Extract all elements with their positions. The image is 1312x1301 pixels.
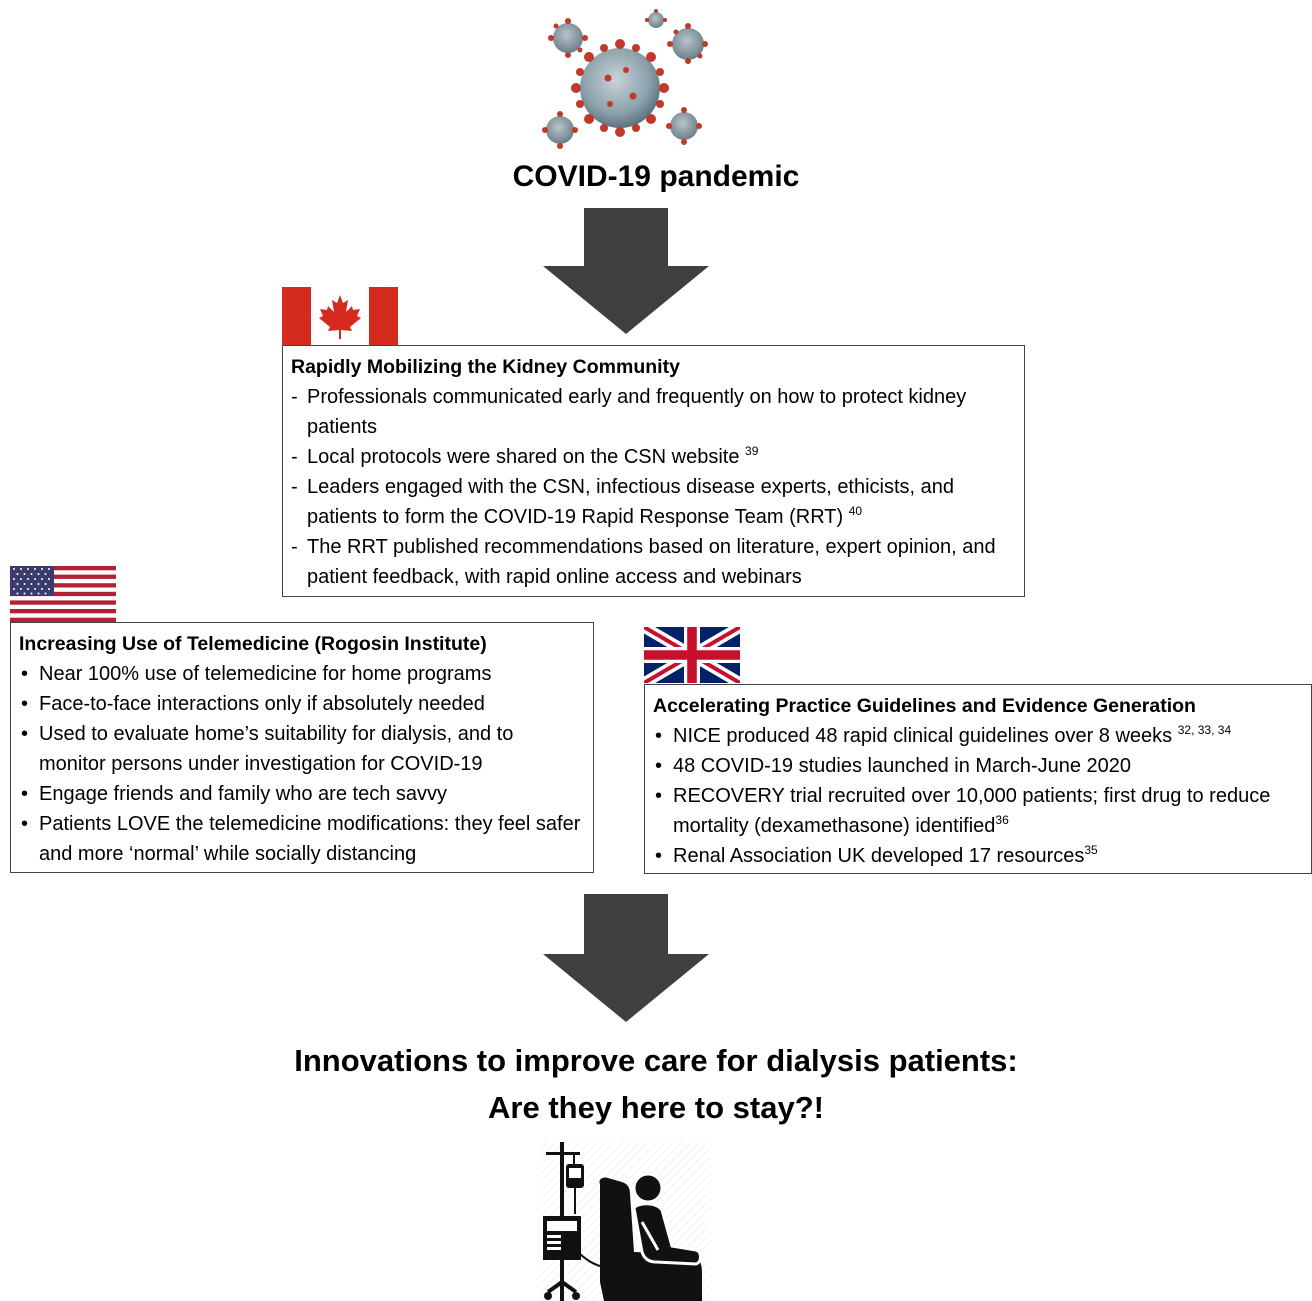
reference-number: 32, 33, 34 <box>1177 723 1232 737</box>
reference-number: 36 <box>995 813 1009 827</box>
usa-box-title: Increasing Use of Telemedicine (Rogosin … <box>19 633 487 655</box>
canada-box: Rapidly Mobilizing the Kidney Community … <box>282 345 1025 597</box>
uk-box-title: Accelerating Practice Guidelines and Evi… <box>653 695 1196 717</box>
bottom-title: Innovations to improve care for dialysis… <box>0 1037 1312 1131</box>
list-item: Engage friends and family who are tech s… <box>19 779 585 809</box>
list-item: 48 COVID-19 studies launched in March-Ju… <box>653 751 1309 781</box>
top-title: COVID-19 pandemic <box>512 160 800 193</box>
list-item: Renal Association UK developed 17 resour… <box>653 841 1309 871</box>
list-item: NICE produced 48 rapid clinical guidelin… <box>653 721 1309 751</box>
usa-flag-icon <box>10 566 116 622</box>
usa-box-list: Near 100% use of telemedicine for home p… <box>19 659 585 869</box>
canada-box-list: Professionals communicated early and fre… <box>291 382 1016 592</box>
bottom-title-line1: Innovations to improve care for dialysis… <box>294 1043 1018 1078</box>
coronavirus-icon <box>542 9 708 149</box>
reference-number: 40 <box>848 504 863 518</box>
dialysis-patient-icon <box>538 1142 710 1301</box>
reference-number: 35 <box>1084 843 1098 857</box>
list-item: RECOVERY trial recruited over 10,000 pat… <box>653 781 1309 841</box>
down-arrow-2 <box>543 894 709 1022</box>
usa-box: Increasing Use of Telemedicine (Rogosin … <box>10 622 594 873</box>
list-item: Patients LOVE the telemedicine modificat… <box>19 809 585 869</box>
reference-number: 39 <box>745 444 759 458</box>
list-item: Local protocols were shared on the CSN w… <box>291 442 1016 472</box>
list-item: Face-to-face interactions only if absolu… <box>19 689 585 719</box>
list-item: The RRT published recommendations based … <box>291 532 1016 592</box>
canada-flag-icon <box>282 287 398 345</box>
list-item: Professionals communicated early and fre… <box>291 382 1016 442</box>
bottom-title-line2: Are they here to stay?! <box>488 1090 824 1125</box>
list-item: Near 100% use of telemedicine for home p… <box>19 659 585 689</box>
down-arrow-1 <box>543 208 709 334</box>
uk-box: Accelerating Practice Guidelines and Evi… <box>644 684 1312 874</box>
uk-flag-icon <box>644 627 740 683</box>
list-item: Used to evaluate home’s suitability for … <box>19 719 585 779</box>
canada-box-title: Rapidly Mobilizing the Kidney Community <box>291 356 680 378</box>
uk-box-list: NICE produced 48 rapid clinical guidelin… <box>653 721 1309 871</box>
list-item: Leaders engaged with the CSN, infectious… <box>291 472 1016 532</box>
